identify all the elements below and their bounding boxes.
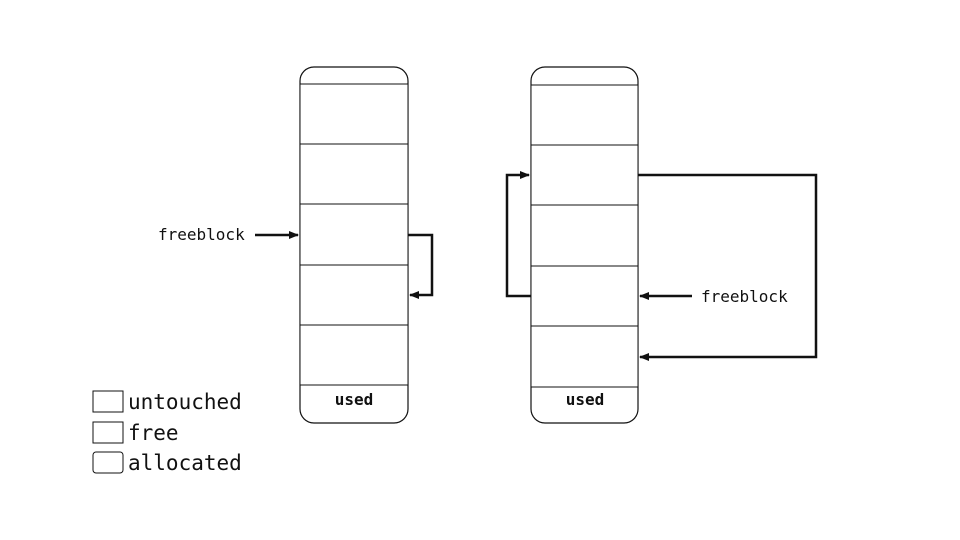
right-memory-column: used freeblock (505, 66, 818, 424)
left-block-3 (299, 203, 409, 266)
left-freeblock-label: freeblock (158, 225, 245, 244)
left-used-label: used (335, 390, 374, 409)
left-block-1 (299, 83, 409, 145)
right-block-1 (530, 84, 639, 146)
legend-free-swatch (92, 421, 124, 444)
right-block-3 (530, 204, 639, 267)
right-block-5 (530, 325, 639, 388)
right-block-2 (530, 144, 639, 206)
legend-untouched-label: untouched (128, 390, 242, 414)
left-block-4 (299, 264, 409, 326)
legend-free-label: free (128, 421, 179, 445)
legend-untouched-swatch (92, 390, 124, 413)
left-memory-column: used freeblock (158, 66, 434, 424)
right-freeblock-label: freeblock (701, 287, 788, 306)
legend: untouched free allocated (92, 390, 242, 475)
right-forward-link-arrow (638, 173, 818, 361)
right-block-4 (530, 265, 639, 327)
legend-allocated-swatch (92, 451, 124, 474)
right-back-link-arrow (505, 171, 531, 298)
left-block-2 (299, 143, 409, 205)
right-used-label: used (566, 390, 605, 409)
legend-allocated-label: allocated (128, 451, 242, 475)
left-next-link-arrow (408, 233, 434, 299)
left-block-5 (299, 324, 409, 386)
